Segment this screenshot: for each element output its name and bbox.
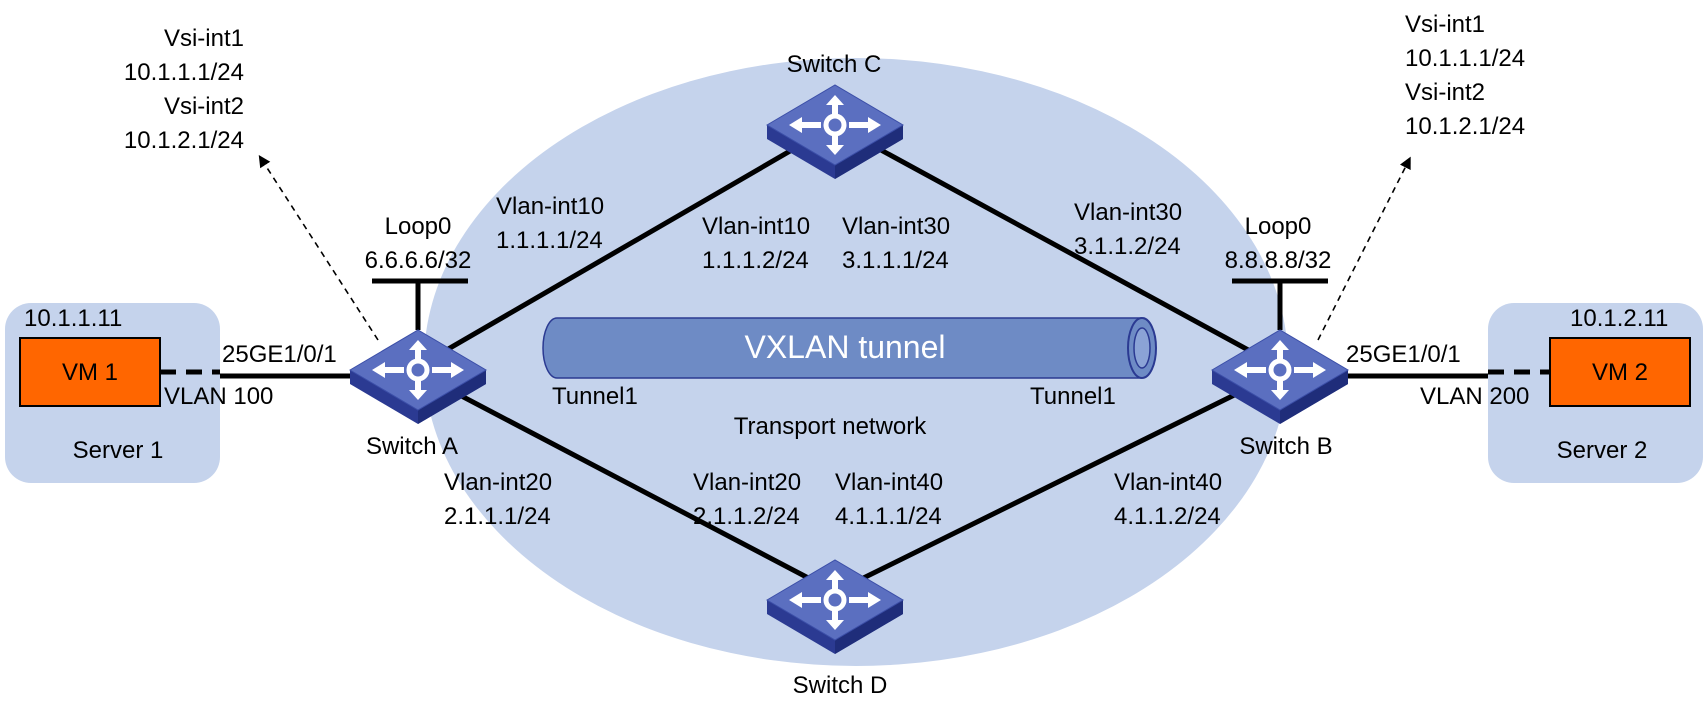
link-a-c [410,122,837,373]
loop0-b-ip: 8.8.8.8/32 [1225,247,1332,274]
link-a-d-d-if: Vlan-int20 [693,469,801,496]
labels: Switch A Switch B Switch C Switch D Loop… [24,11,1668,699]
port-b-label: 25GE1/0/1 [1346,341,1461,368]
link-a-d-d-ip: 2.1.1.2/24 [693,503,800,530]
vm-1-box [19,337,161,407]
vsi1-b-ip: 10.1.1.1/24 [1405,45,1525,72]
link-d-b-b-ip: 4.1.1.2/24 [1114,503,1221,530]
vm-1-ip: 10.1.1.11 [24,305,122,332]
link-a-c-c-ip: 1.1.1.2/24 [702,247,809,274]
tunnel-label: VXLAN tunnel [744,329,945,365]
vm-2-ip: 10.1.2.11 [1570,305,1668,332]
link-a-c-c-if: Vlan-int10 [702,213,810,240]
vlan-200-label: VLAN 200 [1420,383,1529,410]
tunnel-opening [1133,327,1151,369]
vsi2-a-name: Vsi-int2 [164,93,244,120]
link-c-b-c-ip: 3.1.1.1/24 [842,247,949,274]
link-c-b-b-if: Vlan-int30 [1074,199,1182,226]
link-a-c-a-ip: 1.1.1.1/24 [496,227,603,254]
switch-c-name: Switch C [787,51,882,78]
loop0-b-name: Loop0 [1245,213,1312,240]
link-a-d-a-ip: 2.1.1.1/24 [444,503,551,530]
vm-2-label: VM 2 [1592,359,1648,386]
vm-2-box [1549,337,1691,407]
switch-d-name: Switch D [793,672,888,699]
loop0-a-ip: 6.6.6.6/32 [365,247,472,274]
link-d-b-b-if: Vlan-int40 [1114,469,1222,496]
arrow-icon [258,154,379,341]
vsi-arrows [258,154,1411,341]
vsi2-b-ip: 10.1.2.1/24 [1405,113,1525,140]
link-c-b-c-if: Vlan-int30 [842,213,950,240]
transport-network-label: Transport network [734,413,928,440]
port-a-label: 25GE1/0/1 [222,341,337,368]
tunnel-right-label: Tunnel1 [1030,383,1116,410]
link-c-b [833,122,1287,373]
link-a-d-a-if: Vlan-int20 [444,469,552,496]
link-a-d [410,367,837,595]
link-d-b [833,367,1287,595]
vsi1-a-ip: 10.1.1.1/24 [124,59,244,86]
loop0-stems [372,278,1328,330]
tunnel-left-label: Tunnel1 [552,383,638,410]
vsi2-b-name: Vsi-int2 [1405,79,1485,106]
server-1-name: Server 1 [73,437,164,464]
switch-b-name: Switch B [1239,433,1332,460]
vlan-100-label: VLAN 100 [164,383,273,410]
loop0-a-name: Loop0 [385,213,452,240]
link-d-b-d-ip: 4.1.1.1/24 [835,503,942,530]
server-2-name: Server 2 [1557,437,1648,464]
arrow-icon [1317,156,1411,341]
vsi1-a-name: Vsi-int1 [164,25,244,52]
vxlan-tunnel: VXLAN tunnel [542,317,1157,379]
switch-a-name: Switch A [366,433,458,460]
link-c-b-b-ip: 3.1.1.2/24 [1074,233,1181,260]
vsi1-b-name: Vsi-int1 [1405,11,1485,38]
link-d-b-d-if: Vlan-int40 [835,469,943,496]
vm-1-label: VM 1 [62,359,118,386]
vsi2-a-ip: 10.1.2.1/24 [124,127,244,154]
link-a-c-a-if: Vlan-int10 [496,193,604,220]
